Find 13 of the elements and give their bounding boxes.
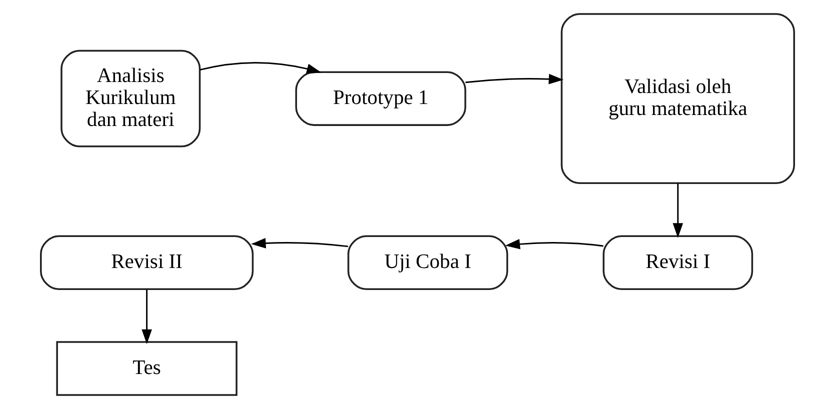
arrow <box>251 238 348 248</box>
node-box: Validasi oleh guru matematika <box>560 13 795 184</box>
node-box: Tes <box>56 341 238 396</box>
node-box: Revisi I <box>602 235 754 290</box>
node-box: Uji Coba I <box>347 235 508 290</box>
arrow <box>142 290 152 344</box>
node-box: Revisi II <box>40 235 254 290</box>
node-box: Prototype 1 <box>295 71 466 126</box>
arrow <box>200 62 322 74</box>
arrow <box>672 183 684 238</box>
arrow <box>465 74 564 84</box>
arrow <box>505 239 604 250</box>
node-box: Analisis Kurikulum dan materi <box>60 50 201 148</box>
